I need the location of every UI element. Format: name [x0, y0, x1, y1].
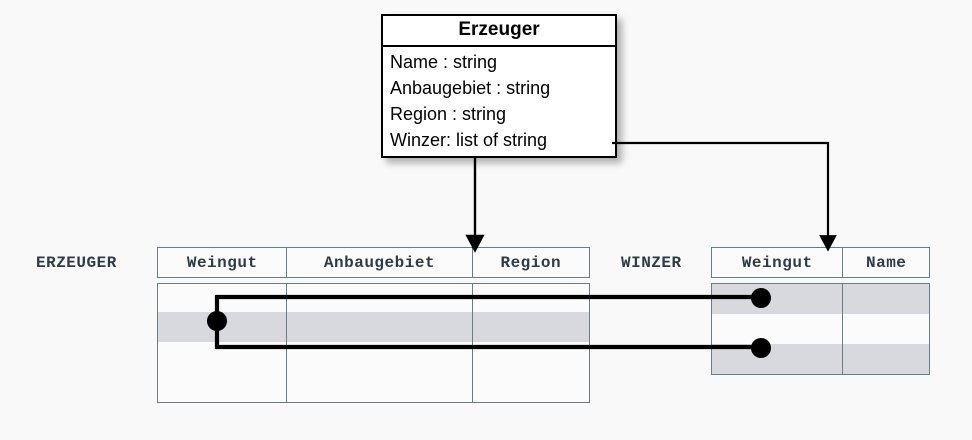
table-cell [473, 342, 589, 372]
table-row [158, 342, 589, 372]
table-row [712, 314, 929, 344]
table-row [712, 284, 929, 314]
table-cell [158, 312, 288, 342]
table-body-winzer [711, 283, 930, 375]
column-header-winzer-weingut: Weingut [712, 248, 844, 277]
table-header-erzeuger: Weingut Anbaugebiet Region [157, 247, 590, 278]
uml-class-erzeuger: Erzeuger Name : string Anbaugebiet : str… [381, 14, 617, 159]
uml-attribute-anbaugebiet: Anbaugebiet : string [390, 77, 551, 98]
uml-attribute-name: Name : string [390, 51, 498, 72]
table-label-erzeuger: ERZEUGER [36, 254, 117, 272]
table-header-winzer: Weingut Name [711, 247, 930, 278]
table-cell [287, 284, 473, 312]
column-header-weingut: Weingut [158, 248, 288, 277]
table-cell [712, 314, 844, 344]
table-label-winzer: WINZER [621, 254, 682, 272]
table-cell [158, 284, 288, 312]
table-cell [287, 342, 473, 372]
table-row [158, 312, 589, 342]
uml-class-title: Erzeuger [383, 16, 615, 47]
uml-attribute-winzer: Winzer: list of string [390, 130, 548, 151]
table-cell [473, 372, 589, 402]
table-row [158, 284, 589, 312]
column-header-anbaugebiet: Anbaugebiet [287, 248, 473, 277]
uml-attribute-region: Region : string [390, 104, 507, 125]
table-cell [712, 284, 844, 314]
table-cell [287, 372, 473, 402]
table-cell [158, 372, 288, 402]
table-cell [473, 284, 589, 312]
table-body-erzeuger [157, 283, 590, 403]
column-header-region: Region [500, 253, 562, 272]
table-cell [158, 342, 288, 372]
table-cell [287, 312, 473, 342]
column-header-winzer-name: Name [865, 253, 907, 272]
table-cell [712, 344, 844, 374]
table-cell [473, 312, 589, 342]
table-row [158, 372, 589, 402]
table-cell [843, 284, 929, 314]
table-row [712, 344, 929, 374]
table-cell [843, 314, 929, 344]
arrow-winzer-attribute-to-winzer-table [612, 141, 837, 252]
uml-attribute-list: Name : string Anbaugebiet : string Regio… [383, 47, 615, 156]
table-cell [843, 344, 929, 374]
